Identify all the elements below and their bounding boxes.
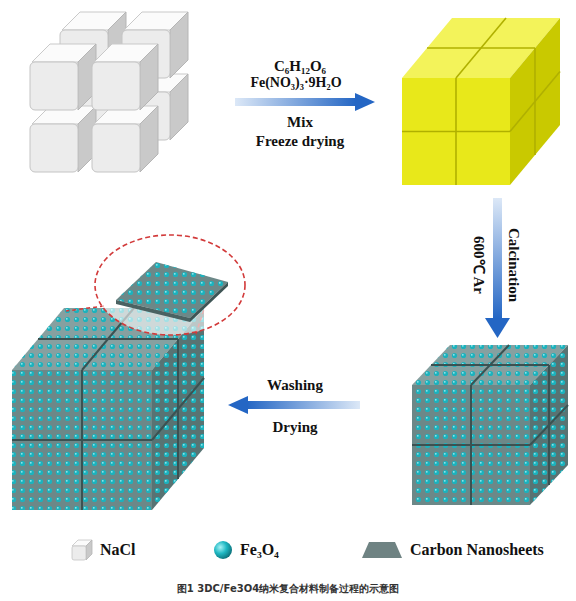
step-label: Freeze drying xyxy=(256,133,344,150)
legend-text: Fe₃O₄ xyxy=(240,541,279,559)
step-label: Calcination xyxy=(505,228,522,302)
legend-text: NaCl xyxy=(100,541,136,559)
step-label: Washing xyxy=(267,377,323,394)
legend-samples xyxy=(72,540,402,560)
formula-label: C₆H₁₂O₆ xyxy=(274,58,326,75)
product-cube xyxy=(12,308,204,510)
step-label: Mix xyxy=(287,114,313,131)
formula-label: Fe(NO₃)₃·9H₂O xyxy=(250,75,341,91)
process-arrow xyxy=(235,93,375,111)
zoom-callout xyxy=(66,235,245,335)
process-arrow xyxy=(228,396,360,414)
step-label: Drying xyxy=(273,419,318,436)
figure-caption: 图1 3DC/Fe3O4纳米复合材料制备过程的示意图 xyxy=(177,582,399,596)
condition-label: 600℃ Ar xyxy=(470,236,490,294)
calcined-cube xyxy=(412,345,568,505)
precursor-cube xyxy=(402,18,560,185)
nacl-cubes xyxy=(30,12,188,172)
legend-text: Carbon Nanosheets xyxy=(410,541,544,559)
